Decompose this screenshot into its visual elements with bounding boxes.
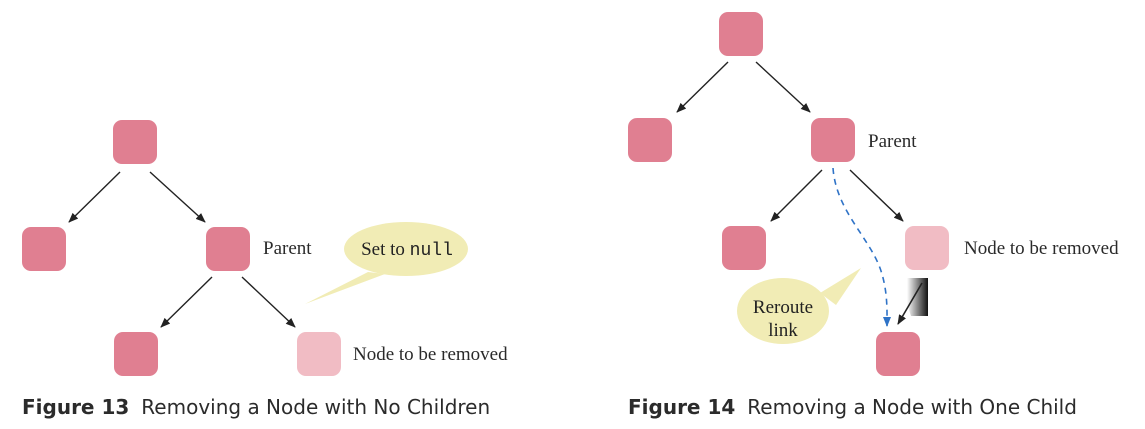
callout-text: Set to null xyxy=(352,238,462,263)
removed-node-label: Node to be removed xyxy=(353,344,508,365)
node-to-be-removed xyxy=(905,226,949,270)
shaded-link-block xyxy=(907,278,928,316)
parent-label: Parent xyxy=(868,131,917,152)
figure13-number: Figure 13 xyxy=(22,395,130,419)
callout-bubble xyxy=(305,272,385,304)
reroute-dashed-link xyxy=(832,167,892,327)
node-to-be-removed xyxy=(297,332,341,376)
edge-root-left xyxy=(68,171,121,223)
figure14-title: Removing a Node with One Child xyxy=(747,395,1077,419)
edge-parent-left xyxy=(160,276,213,328)
edge-parent-left xyxy=(770,169,823,222)
callout-line1: Reroute xyxy=(752,297,814,318)
parent-label: Parent xyxy=(263,238,312,259)
figure14-caption: Figure 14 Removing a Node with One Child xyxy=(628,395,1077,419)
parent-node xyxy=(811,118,855,162)
removed-node-child xyxy=(876,332,920,376)
figure14-number: Figure 14 xyxy=(628,395,736,419)
edge-parent-removed xyxy=(849,169,904,222)
figure13-title: Removing a Node with No Children xyxy=(141,395,491,419)
callout-bubble xyxy=(737,278,829,344)
edge-removed-child xyxy=(897,282,923,325)
edge-root-parent xyxy=(755,61,811,113)
parent-node xyxy=(206,227,250,271)
figure13-caption: Figure 13 Removing a Node with No Childre… xyxy=(22,395,490,419)
callout-line2: link xyxy=(768,320,798,341)
parent-left-child-node xyxy=(114,332,158,376)
edge-root-parent xyxy=(149,171,206,223)
edge-root-left xyxy=(676,61,729,113)
root-node xyxy=(719,12,763,56)
callout-code: null xyxy=(409,241,453,261)
callout-prefix: Set to xyxy=(361,239,410,260)
left-child-node xyxy=(628,118,672,162)
removed-node-label: Node to be removed xyxy=(964,238,1119,259)
parent-left-child-node xyxy=(722,226,766,270)
root-node xyxy=(113,120,157,164)
left-child-node xyxy=(22,227,66,271)
callout-bubble xyxy=(820,268,861,305)
edge-parent-removed xyxy=(241,276,296,328)
callout-bubble xyxy=(344,222,468,276)
